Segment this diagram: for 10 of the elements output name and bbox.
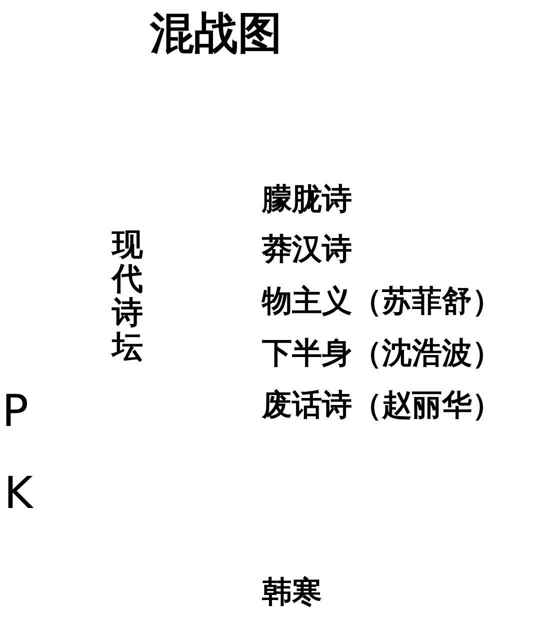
title: 混战图: [150, 12, 282, 56]
name-label: 韩寒: [262, 578, 322, 608]
list-item: 莽汉诗: [262, 235, 352, 265]
list-item: 物主义（苏菲舒）: [262, 287, 502, 317]
list-item: 朦胧诗: [262, 185, 352, 215]
list-item: 下半身（沈浩波）: [262, 339, 502, 369]
vertical-label: 现代诗坛: [112, 228, 143, 364]
letter-label: P: [2, 390, 29, 434]
letter-label: K: [4, 472, 33, 516]
list-item: 废话诗（赵丽华）: [262, 391, 502, 421]
